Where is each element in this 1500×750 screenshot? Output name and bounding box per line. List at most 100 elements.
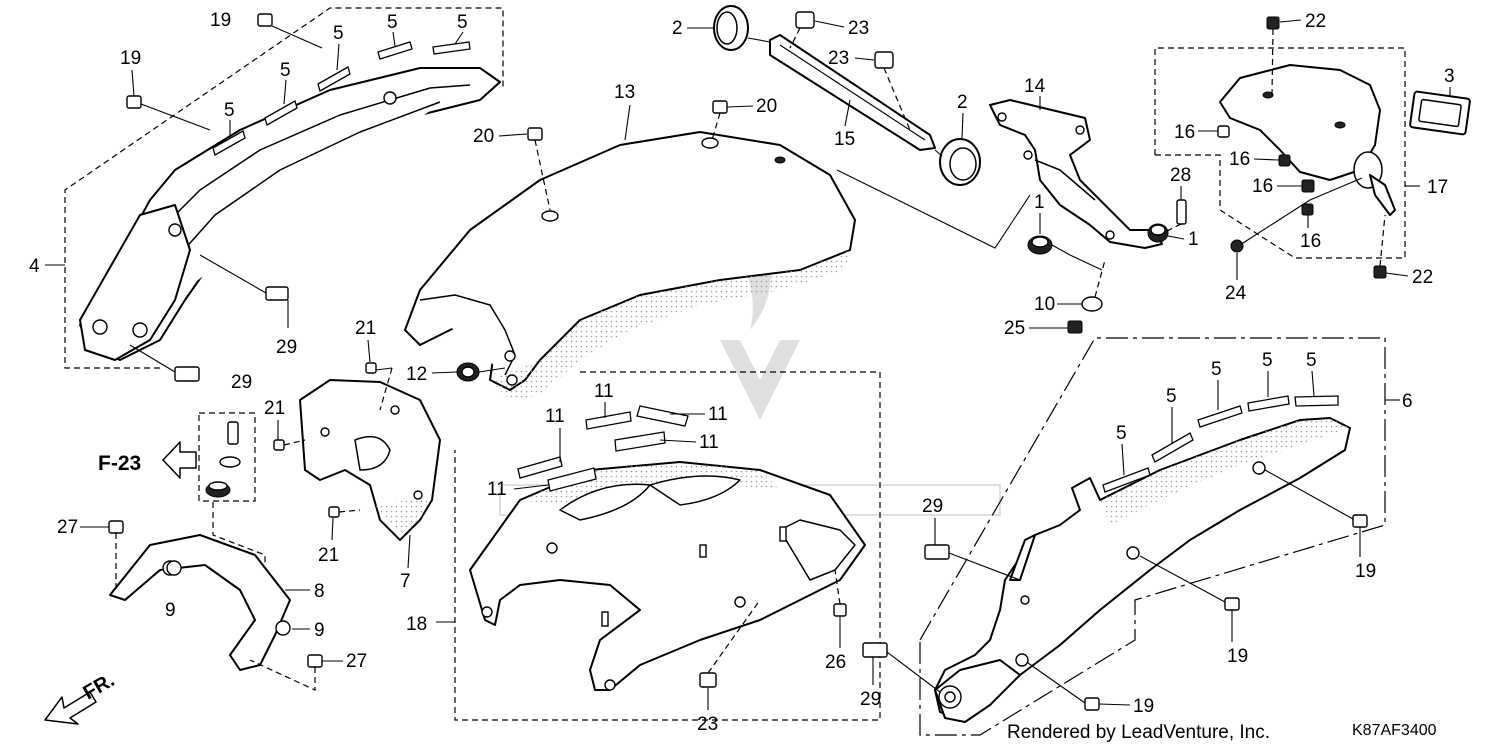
callout-11-b: 11 [708,404,728,425]
callout-19-left: 19 [120,48,141,69]
grommet-9-lower [275,620,291,636]
callout-13: 13 [614,82,635,103]
bolt-19-right-upper [1352,514,1368,528]
left-rail-stickers [212,41,471,156]
callout-5-f: 5 [1116,423,1127,444]
nut-16-a [1217,125,1230,138]
callout-19-right-lower: 19 [1133,696,1154,717]
callout-18: 18 [406,614,427,635]
callout-29-right-lower: 29 [860,689,881,710]
inner-fender-bracket-line [454,371,881,721]
callout-9-lower: 9 [314,620,325,641]
tail-light-17-group: 22 3 16 16 16 16 17 24 22 [1154,11,1471,304]
callout-6: 6 [1402,391,1413,412]
callout-19-top: 19 [210,10,231,31]
inner-rear-fender [469,461,866,691]
screw-21-top [365,362,377,374]
bolt-29-lower [129,344,200,382]
bolt-29-upper [199,254,289,328]
callout-5-j: 5 [1306,350,1317,371]
callout-7: 7 [400,571,411,592]
bolt-28 [1176,199,1187,225]
callout-26: 26 [825,652,846,673]
bolt-10 [1081,296,1103,312]
tail-light-bracket-line [1154,47,1406,259]
left-rail-group: 19 19 5 5 5 5 5 4 29 29 [29,7,504,393]
callout-11-c: 11 [545,406,565,427]
left-rail-mount [79,204,191,361]
callout-23-lower: 23 [697,714,718,735]
callout-12: 12 [406,364,427,385]
screw-22-top [1266,16,1280,30]
reflector-stay-group: 2 23 23 15 2 [672,5,981,186]
reference-arrow [162,441,197,479]
callout-2-upper: 2 [672,18,683,39]
rear-fender-13-group: 13 20 20 12 [404,82,856,400]
lower-bracket [109,534,291,671]
bolt-27-right [307,654,323,668]
bolt-29-right-lower [862,642,888,658]
callout-29-lower: 29 [231,372,252,393]
callout-5-b: 5 [280,60,291,81]
nut-16-d [1301,203,1314,216]
bolt-19-top [257,13,323,49]
license-bracket [989,99,1163,249]
screw-20-right [712,100,728,114]
reference-bolt [227,421,239,445]
callout-23-b: 23 [828,48,849,69]
screw-22-bottom [1373,265,1387,279]
screw-26 [833,603,847,617]
callout-14: 14 [1024,76,1046,97]
inner-fender-stickers [517,405,689,492]
callout-5-i: 5 [1262,350,1273,371]
screw-21-bottom [328,506,340,518]
reference-bracket [198,412,256,502]
callout-16-b: 16 [1229,149,1250,170]
callout-9-upper: 9 [165,600,176,621]
callout-5-h: 5 [1211,359,1222,380]
callout-21-left: 21 [264,398,285,419]
callout-16-a: 16 [1174,122,1195,143]
callout-27-left: 27 [57,517,78,538]
screw-21-left [273,439,285,451]
right-rail-group: 5 5 5 5 5 6 19 19 19 29 29 [860,337,1413,736]
screw-20-center [527,127,543,141]
callout-11-d: 11 [699,432,719,453]
callout-24: 24 [1225,283,1247,304]
left-rail-bracket-line [64,7,504,369]
bolt-29-right-upper [924,544,950,560]
nut-25 [1067,320,1083,334]
callout-19-right-middle: 19 [1227,646,1248,667]
callout-23-a: 23 [848,18,869,39]
callout-5-c: 5 [333,23,344,44]
callout-22-bottom: 22 [1412,267,1433,288]
nut-24 [1230,239,1244,253]
callout-1-lower: 1 [1034,192,1045,213]
nut-23-b [874,51,894,69]
bracket-8-group: 27 9 8 9 27 [57,502,367,691]
callout-4: 4 [29,256,40,277]
footer-credit: Rendered by LeadVenture, Inc. [1007,722,1270,743]
right-rail-stickers [1102,395,1339,493]
callout-29-right-upper: 29 [922,496,943,517]
callout-5-g: 5 [1166,386,1177,407]
callout-1-upper: 1 [1188,229,1199,250]
bolt-27-left [108,520,124,534]
callout-15: 15 [834,129,855,150]
callout-27-right: 27 [346,651,367,672]
callout-11-a: 11 [594,381,614,402]
callout-17: 17 [1427,177,1448,198]
callout-22-top: 22 [1305,11,1326,32]
grommet-9-upper [166,560,182,576]
inner-fender-18-group: 11 11 11 11 11 18 23 26 [406,371,881,735]
callout-20-center: 20 [473,126,494,147]
callout-5-e: 5 [457,12,468,33]
nut-23-a [795,11,815,29]
callout-29-upper: 29 [276,337,297,358]
callout-16-c: 16 [1252,176,1273,197]
inner-panel-7-group: 21 21 21 7 [264,318,441,592]
bolt-19-right-middle [1224,597,1240,611]
callout-2-lower: 2 [957,92,968,113]
nut-16-b [1278,154,1291,167]
